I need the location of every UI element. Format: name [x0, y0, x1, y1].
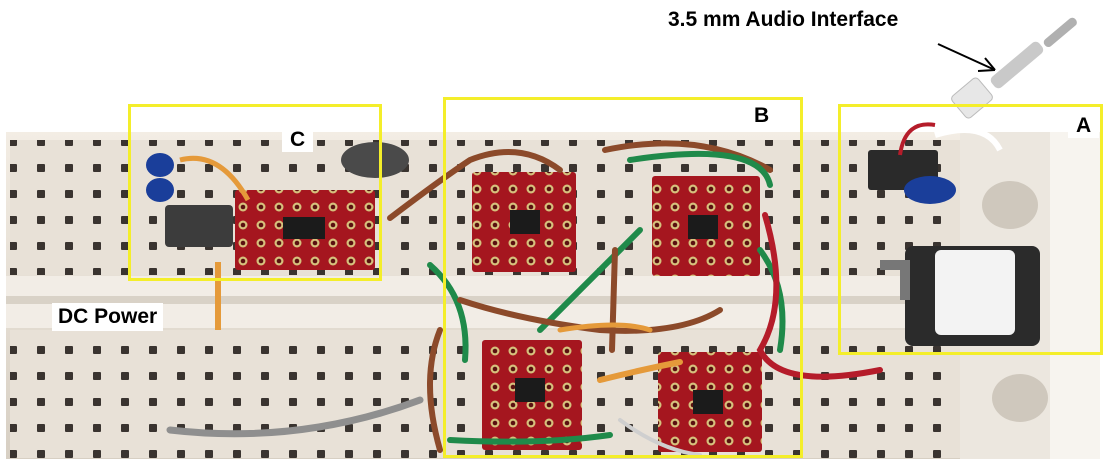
region-b-label: B: [740, 104, 784, 128]
region-a-box: [838, 104, 1103, 355]
sensor-modules: [472, 172, 762, 452]
dc-power-label: DC Power: [52, 303, 164, 331]
region-a-label: A: [1068, 114, 1100, 138]
region-b-box: [443, 97, 803, 458]
region-c-box: [128, 104, 382, 281]
audio-and-buzzer: [868, 122, 1040, 346]
audio-jack-plug-icon: [951, 17, 1077, 119]
arrow-icon: [937, 43, 996, 72]
region-c-label: C: [282, 128, 314, 152]
power-regulator-module: [146, 142, 409, 330]
jumper-wires: [166, 140, 883, 457]
audio-interface-label: 3.5 mm Audio Interface: [668, 8, 899, 31]
